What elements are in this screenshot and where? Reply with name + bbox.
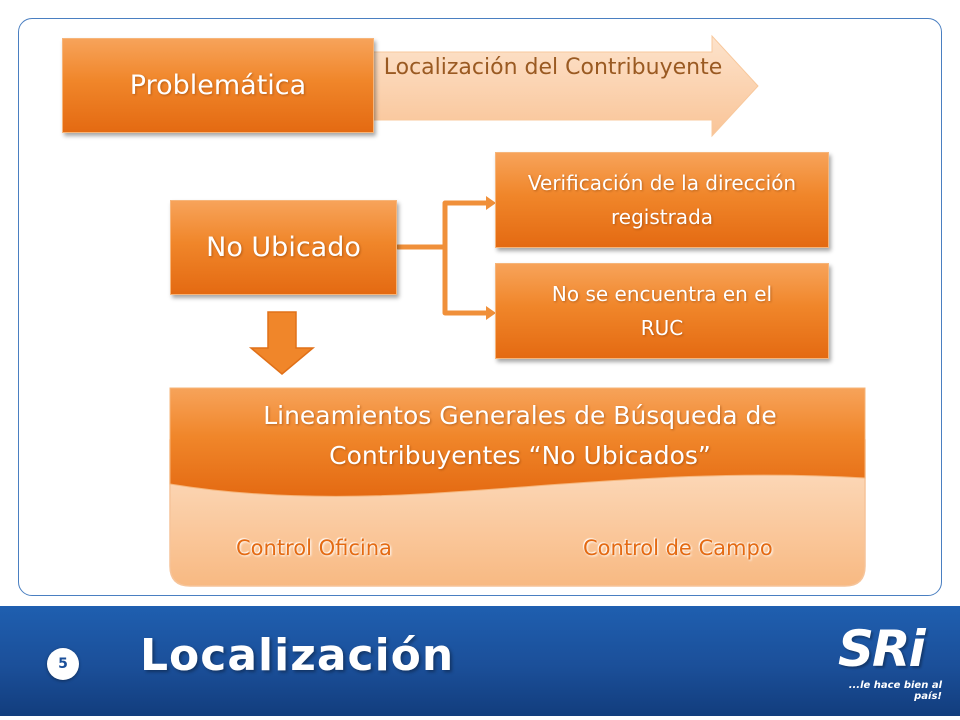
arrow-label: Localización del Contribuyente: [383, 55, 723, 80]
problematica-box: Problemática: [62, 38, 374, 133]
no-ubicado-label: No Ubicado: [206, 232, 361, 263]
footer-bar: [0, 606, 960, 716]
no-encuentra-label: No se encuentra en el RUC: [551, 282, 773, 340]
no-ubicado-box: No Ubicado: [170, 200, 397, 295]
sri-tagline: ...le hace bien al país!: [848, 680, 942, 702]
verificacion-label: Verificación de la dirección registrada: [527, 171, 797, 229]
control-oficina-label: Control Oficina: [236, 536, 392, 560]
sri-logo: SRi: [838, 620, 926, 678]
verificacion-box: Verificación de la dirección registrada: [495, 152, 829, 248]
lineamientos-label: Lineamientos Generales de Búsqueda de Co…: [263, 401, 777, 470]
slide-title: Localización: [140, 630, 455, 681]
slide-number: 5: [47, 648, 79, 680]
problematica-label: Problemática: [129, 70, 307, 101]
no-encuentra-box: No se encuentra en el RUC: [495, 263, 829, 359]
control-campo-label: Control de Campo: [583, 536, 773, 560]
